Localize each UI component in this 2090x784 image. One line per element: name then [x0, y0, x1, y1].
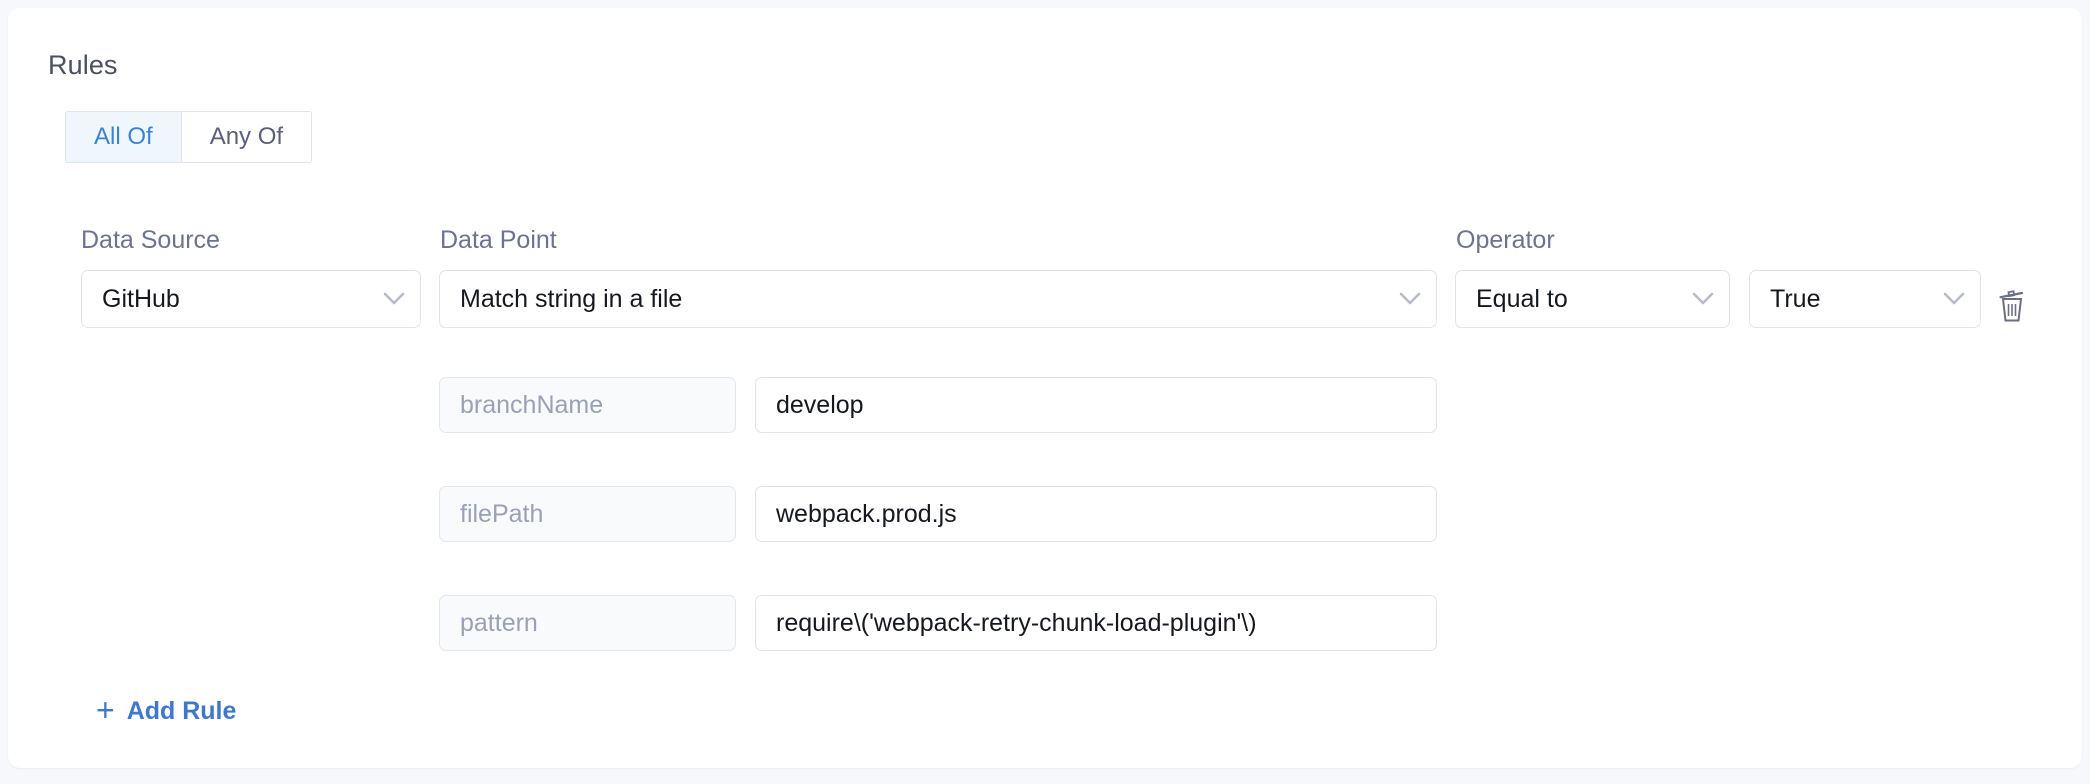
trash-icon: [1999, 290, 2024, 322]
column-label-operator: Operator: [1456, 226, 1555, 254]
parameter-key-label: branchName: [460, 390, 604, 419]
chevron-down-icon: [1683, 292, 1723, 306]
parameter-value-text: develop: [776, 390, 864, 419]
parameter-value-input[interactable]: develop: [755, 377, 1437, 433]
chevron-down-icon: [1934, 292, 1974, 306]
data-point-select-value: Match string in a file: [460, 284, 683, 313]
parameter-value-text: webpack.prod.js: [776, 499, 957, 528]
column-label-data-source: Data Source: [81, 226, 220, 254]
value-select[interactable]: True: [1749, 270, 1981, 328]
chevron-down-icon: [374, 292, 414, 306]
chevron-down-icon: [1390, 292, 1430, 306]
rules-panel: Rules All Of Any Of Data Source Data Poi…: [8, 8, 2082, 768]
toggle-any-of[interactable]: Any Of: [181, 112, 312, 162]
parameter-value-input[interactable]: require\('webpack-retry-chunk-load-plugi…: [755, 595, 1437, 651]
add-rule-label: Add Rule: [126, 696, 237, 725]
toggle-divider: [180, 112, 182, 162]
parameter-key-label: pattern: [460, 608, 538, 637]
data-point-select[interactable]: Match string in a file: [439, 270, 1437, 328]
column-label-data-point: Data Point: [440, 226, 557, 254]
toggle-all-of[interactable]: All Of: [66, 112, 181, 162]
data-source-select[interactable]: GitHub: [81, 270, 421, 328]
page-title: Rules: [48, 50, 118, 80]
operator-select-value: Equal to: [1476, 284, 1568, 313]
parameter-key-field: branchName: [439, 377, 736, 433]
parameter-value-text: require\('webpack-retry-chunk-load-plugi…: [776, 608, 1257, 637]
operator-select[interactable]: Equal to: [1455, 270, 1730, 328]
data-source-select-value: GitHub: [102, 284, 180, 313]
parameter-key-label: filePath: [460, 499, 544, 528]
delete-rule-button[interactable]: [1990, 284, 2034, 330]
plus-icon: +: [96, 692, 115, 728]
parameter-value-input[interactable]: webpack.prod.js: [755, 486, 1437, 542]
add-rule-button[interactable]: + Add Rule: [96, 692, 237, 728]
parameter-key-field: pattern: [439, 595, 736, 651]
value-select-value: True: [1770, 284, 1821, 313]
parameter-key-field: filePath: [439, 486, 736, 542]
match-mode-toggle[interactable]: All Of Any Of: [65, 111, 313, 163]
